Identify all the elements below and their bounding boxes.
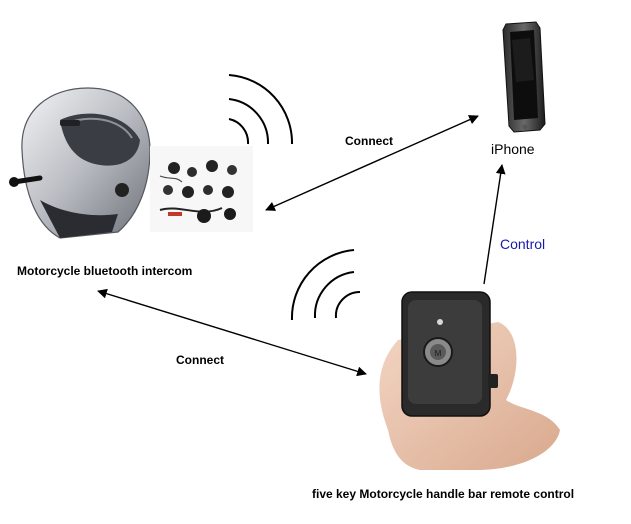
connect-arrow-intercom-remote <box>98 291 366 374</box>
iphone-icon <box>503 22 545 132</box>
intercom-label: Motorcycle bluetooth intercom <box>17 264 192 278</box>
svg-text:M: M <box>435 349 442 358</box>
control-arrow-remote-iphone <box>484 165 502 284</box>
signal-waves-icon <box>229 75 292 144</box>
connect-label-top: Connect <box>345 134 393 148</box>
control-label: Control <box>500 236 545 252</box>
connect-arrow-intercom-iphone <box>266 116 478 210</box>
motorcycle-helmet-icon <box>9 88 150 238</box>
connect-label-bottom: Connect <box>176 353 224 367</box>
remote-control-icon: M <box>379 292 560 470</box>
headset-kit-icon <box>150 146 253 232</box>
iphone-label: iPhone <box>491 141 535 157</box>
remote-label: five key Motorcycle handle bar remote co… <box>312 487 574 501</box>
signal-waves-icon <box>292 250 360 320</box>
